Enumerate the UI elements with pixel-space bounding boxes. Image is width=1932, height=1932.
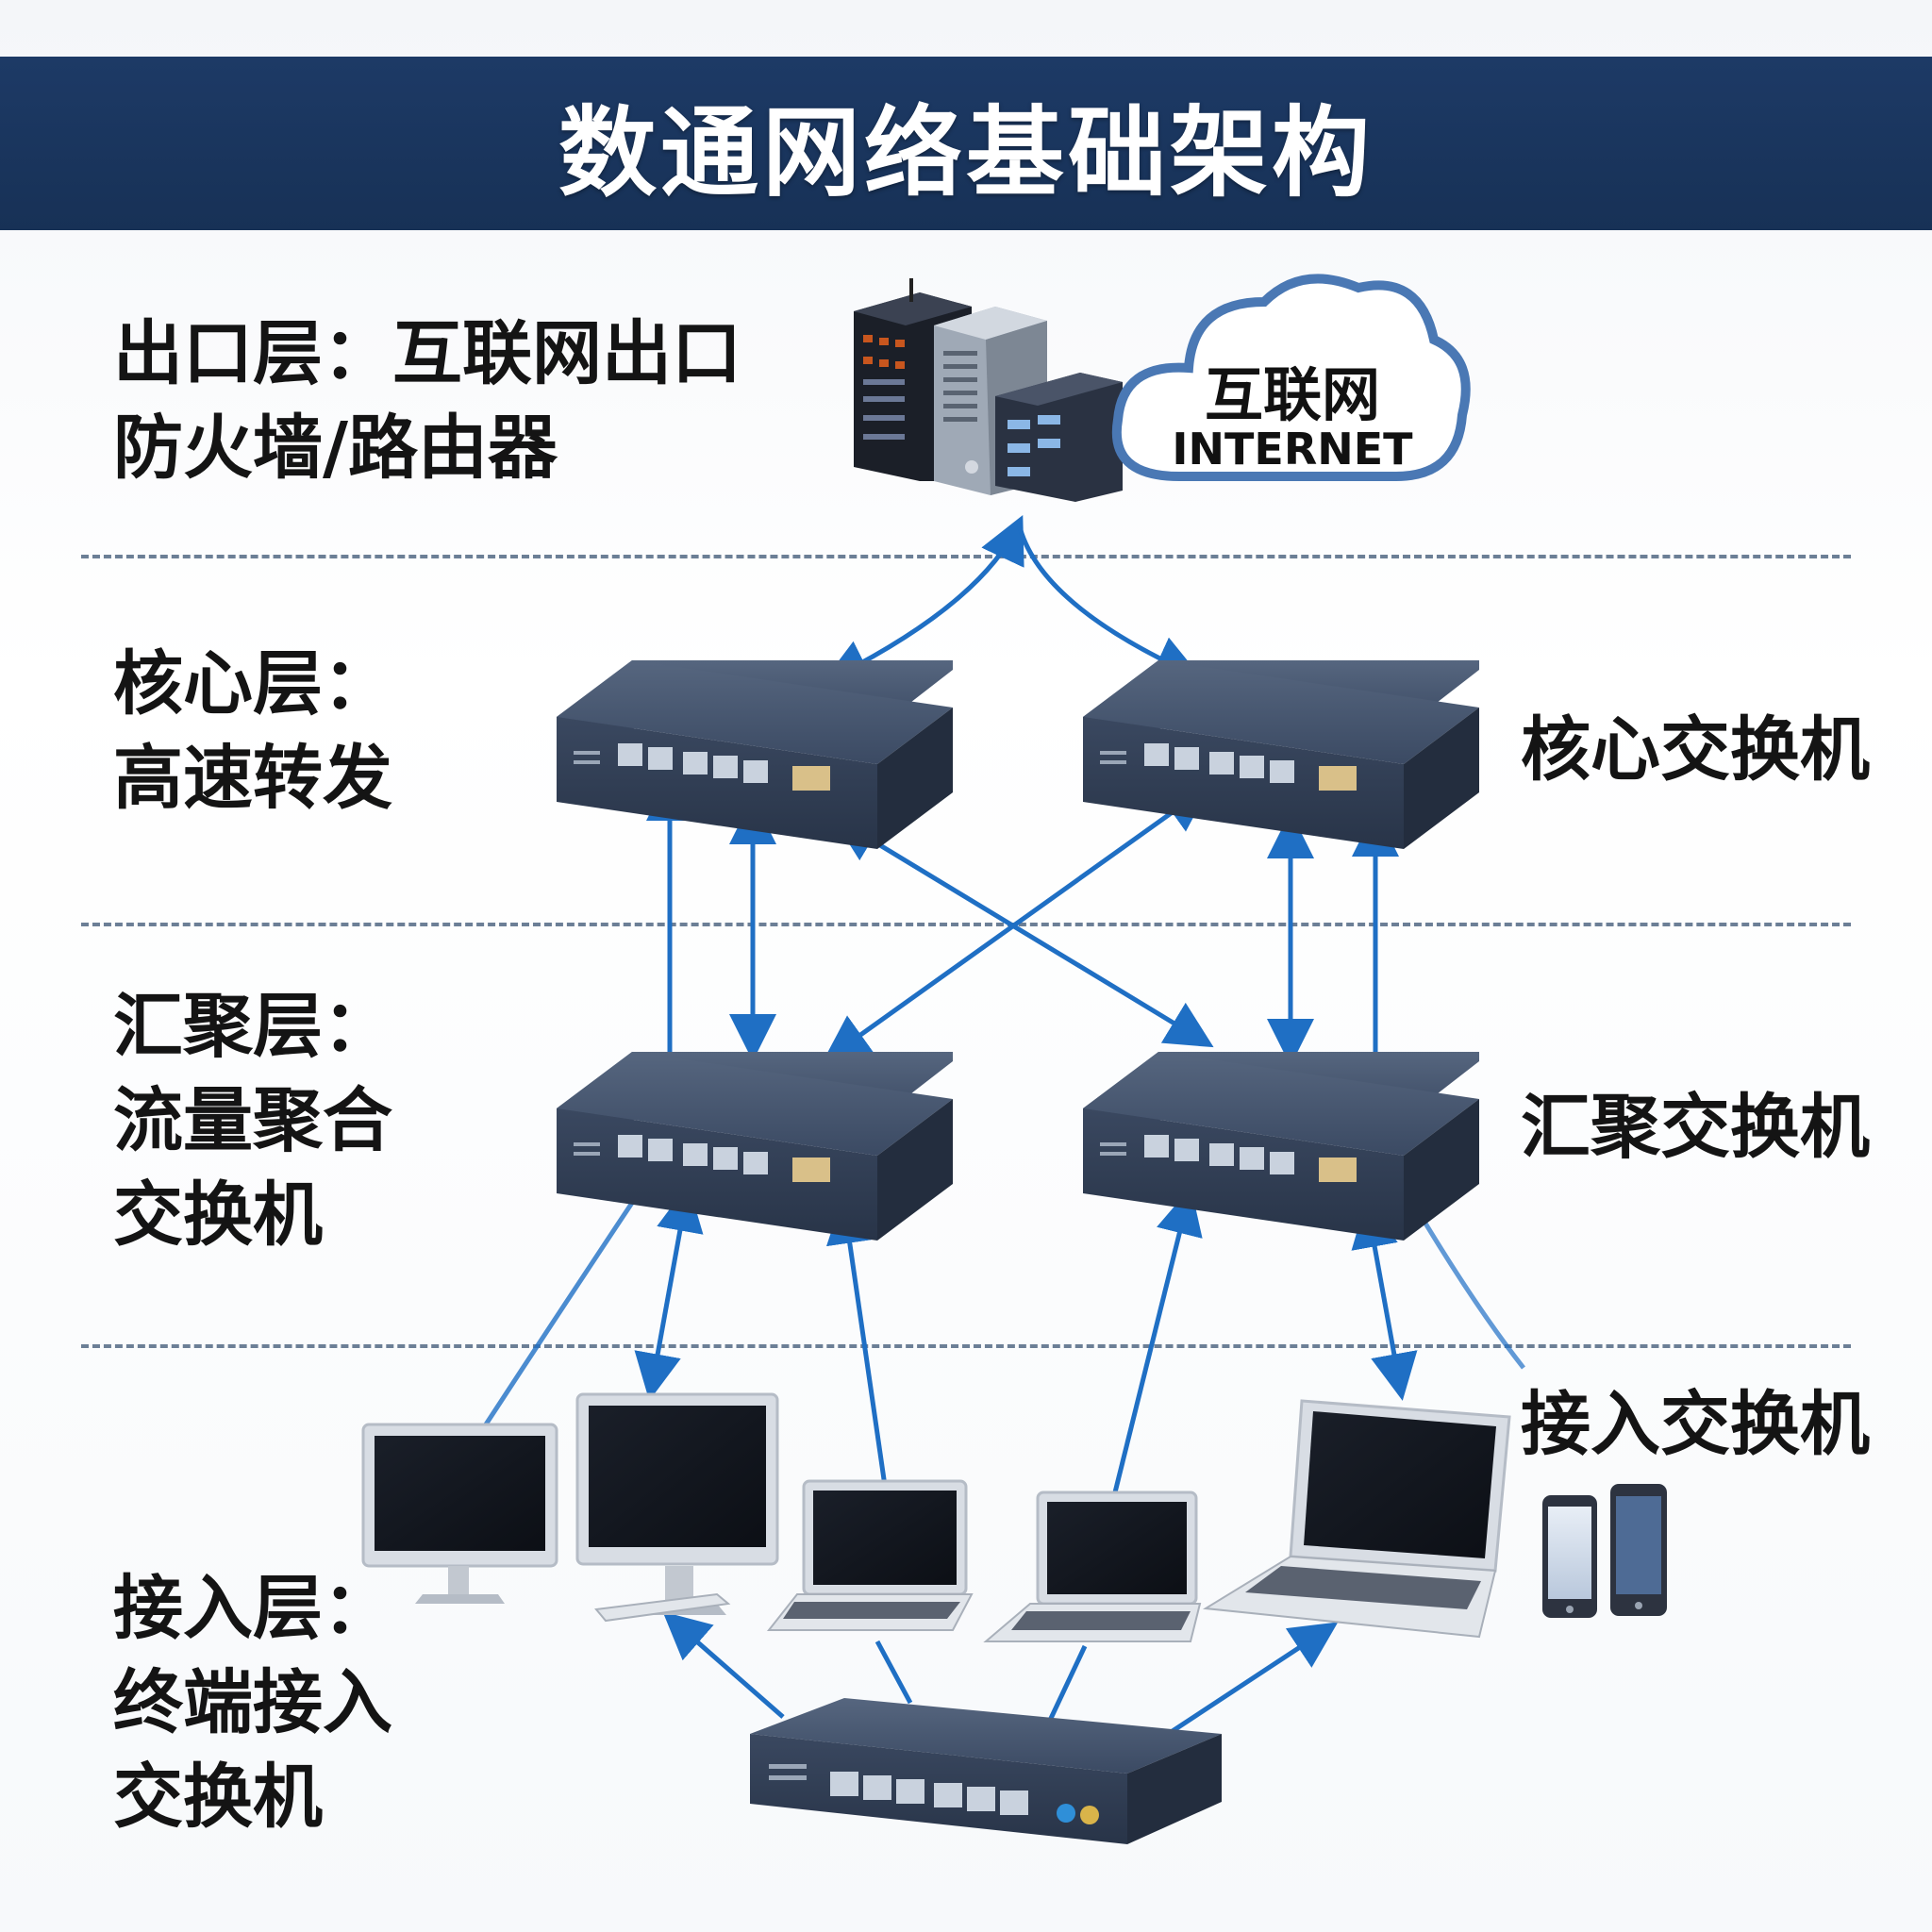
desktop-computer-icon (575, 1392, 779, 1623)
link-core-right-agg-left (822, 785, 1211, 1062)
title-bar: 数通网络基础架构 (0, 57, 1932, 230)
link-access-laptop-mid (1044, 1644, 1088, 1728)
link-access-laptop-small (874, 1640, 913, 1705)
link-router-core-left (822, 514, 1024, 684)
link-laptop-agg-right (1110, 1187, 1203, 1501)
access-layer-line-3: 交换机 (113, 1757, 323, 1838)
aggregation-switch-label: 汇聚交换机 (1521, 1087, 1870, 1168)
laptop-icon (766, 1479, 974, 1631)
separator-aggregation-access (81, 1344, 1851, 1348)
link-access-laptop-big (1149, 1622, 1339, 1748)
aggregation-layer-line-3: 交换机 (113, 1174, 323, 1256)
link-access-desktop (662, 1611, 785, 1719)
smartphone-icon (1542, 1495, 1597, 1618)
laptop-icon (983, 1491, 1202, 1642)
access-layer-line-2: 终端接入 (113, 1662, 392, 1743)
cloud-label-en: INTERNET (1172, 424, 1413, 475)
link-agg-right-phones (1407, 1196, 1525, 1370)
firewall-router-servers (854, 278, 1123, 502)
link-laptop-agg-left (825, 1196, 888, 1487)
smartphone-icon (1610, 1484, 1667, 1616)
link-agg-left-monitor (483, 1173, 654, 1426)
links (483, 514, 1525, 1748)
core-layer-line-2: 高速转发 (113, 738, 392, 819)
aggregation-layer-line-2: 流量聚合 (113, 1080, 392, 1161)
link-agg-right-laptop-big (1351, 1200, 1418, 1401)
aggregation-layer-label: 汇聚层： 流量聚合 交换机 (113, 979, 392, 1262)
core-switch-label: 核心交换机 (1521, 709, 1870, 791)
aggregation-switch-right (1083, 1052, 1479, 1241)
laptop-icon (1202, 1399, 1511, 1639)
monitor-icon (361, 1423, 558, 1604)
link-router-core-right (1016, 523, 1203, 681)
exit-layer-line-2: 防火墙/路由器 (113, 408, 558, 489)
aggregation-switch-left (557, 1052, 953, 1241)
access-layer-label: 接入层： 终端接入 交换机 (113, 1561, 392, 1844)
aggregation-layer-line-1: 汇聚层： (113, 986, 392, 1067)
core-switch-right (1083, 660, 1479, 849)
exit-layer-label: 出口层：互联网出口 防火墙/路由器 (113, 307, 741, 495)
core-layer-line-1: 核心层： (113, 643, 392, 724)
link-agg-left-desktop (634, 1184, 704, 1401)
access-layer-line-1: 接入层： (113, 1568, 392, 1649)
cloud-label-cn: 互联网 (1205, 360, 1380, 429)
core-switch-left (557, 660, 953, 849)
access-switch-label: 接入交换机 (1521, 1384, 1870, 1465)
page-title: 数通网络基础架构 (558, 94, 1374, 210)
access-switch (750, 1698, 1222, 1844)
core-layer-label: 核心层： 高速转发 (113, 637, 392, 825)
exit-layer-line-1: 出口层：互联网出口 (113, 313, 741, 394)
internet-cloud-icon: 互联网 INTERNET (1111, 274, 1471, 481)
